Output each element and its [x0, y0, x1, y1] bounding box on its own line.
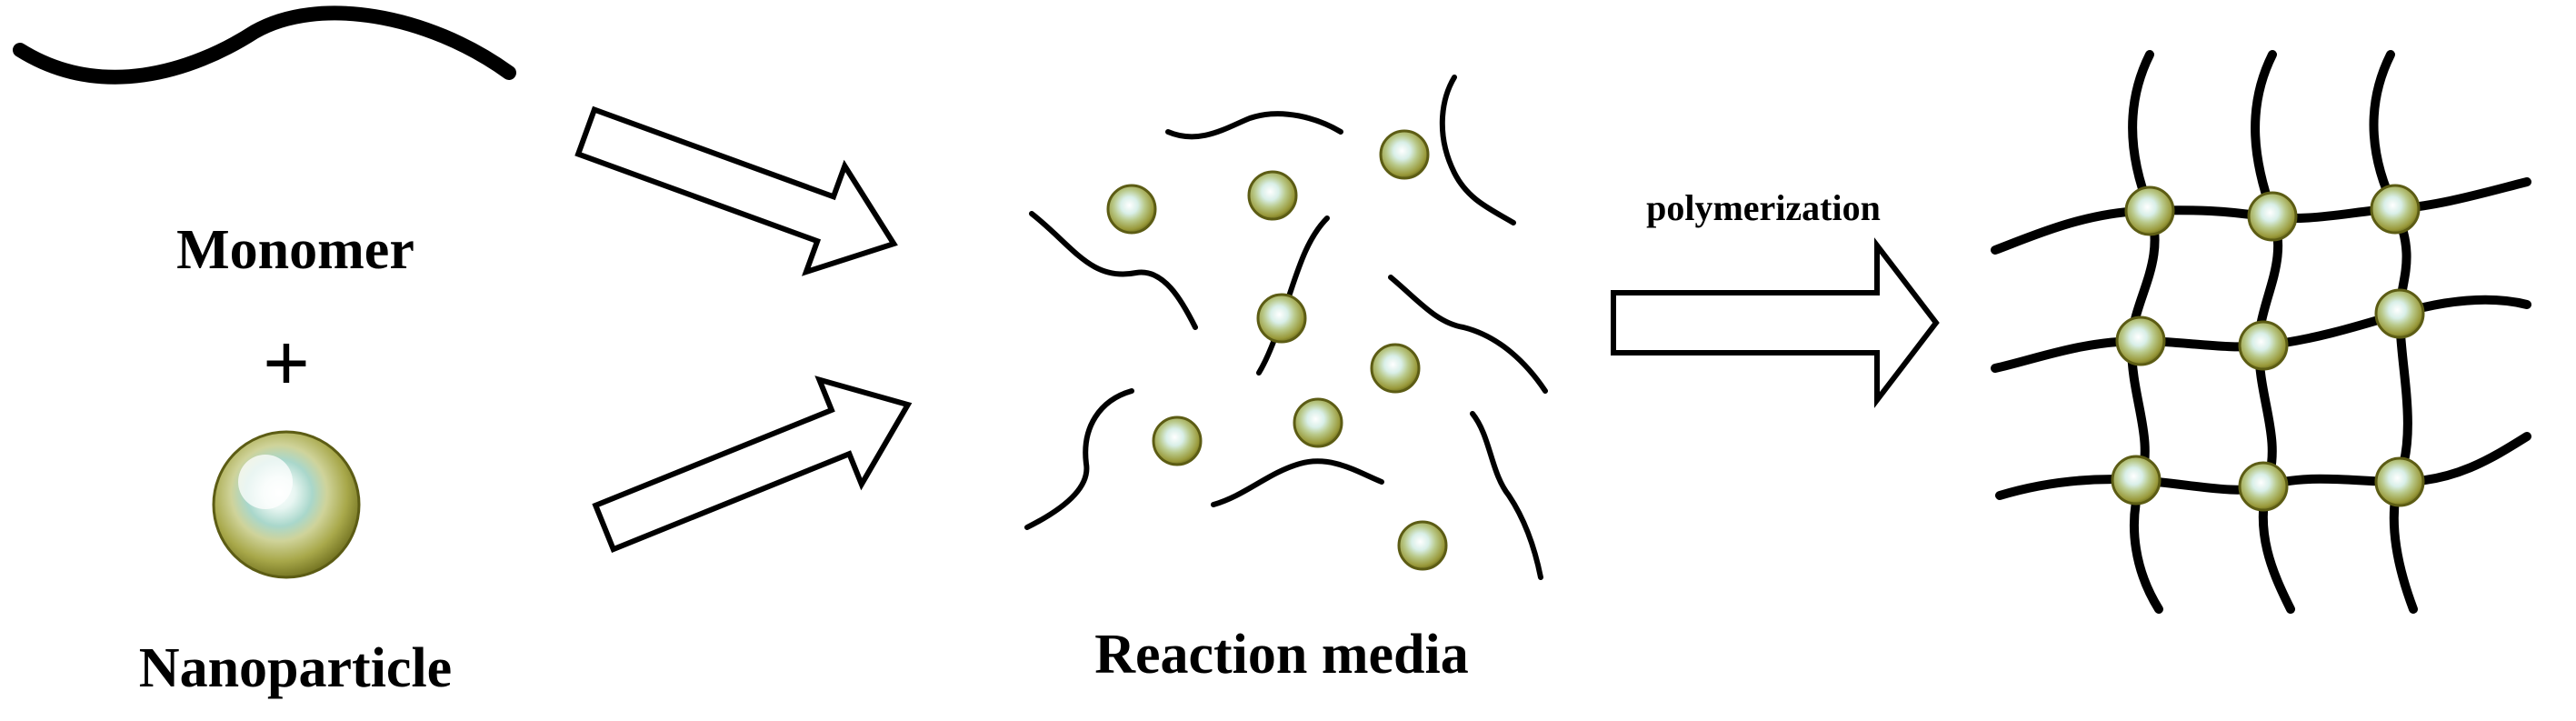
nanoparticle-sphere-icon [212, 430, 361, 579]
nanoparticle-icon [2238, 320, 2289, 371]
nanoparticle-icon [1397, 520, 1448, 571]
arrow-lower-icon [592, 376, 913, 554]
nanoparticle-icon [2247, 191, 2298, 242]
polymerization-label: polymerization [1646, 187, 1881, 228]
nanoparticle-icon [2374, 456, 2425, 507]
nanoparticle-icon [2111, 455, 2162, 506]
nanoparticle-icon [2115, 315, 2166, 366]
nanoparticle-icon [1256, 293, 1307, 344]
nanoparticle-icon [1106, 184, 1157, 235]
arrow-upper-icon [574, 105, 898, 276]
polymer-network-particles [2111, 184, 2425, 512]
nanoparticle-icon [2374, 288, 2425, 339]
nanoparticle-icon [2124, 185, 2175, 236]
nanoparticle-icon [2238, 461, 2289, 512]
nanoparticle-icon [1247, 170, 1298, 221]
reaction-media-chains [1024, 75, 1548, 580]
polymerization-arrow-icon [1611, 237, 1940, 408]
plus-sign: + [263, 316, 310, 409]
reaction-media-label: Reaction media [1094, 624, 1469, 686]
reaction-media-particles [1106, 129, 1448, 571]
nanoparticle-icon [1293, 397, 1343, 448]
nanoparticle-icon [1152, 416, 1203, 466]
nanoparticle-icon [2370, 184, 2421, 235]
monomer-label: Monomer [176, 219, 414, 281]
nanoparticle-icon [1379, 129, 1430, 180]
monomer-chain-icon [13, 5, 516, 85]
nanoparticle-label: Nanoparticle [139, 637, 452, 699]
nanoparticle-icon [1370, 343, 1421, 394]
